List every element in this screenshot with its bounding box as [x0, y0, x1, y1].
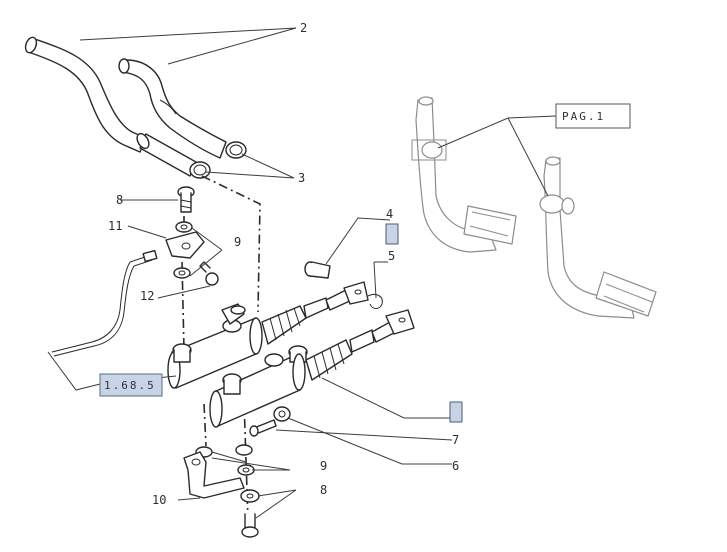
leader-lines — [47, 27, 557, 519]
hose-left — [24, 36, 147, 153]
boot-rear — [261, 297, 329, 345]
pedal-right-ghost — [539, 156, 657, 319]
bolt-seven — [249, 419, 277, 437]
mounting-bracket — [183, 451, 245, 499]
bolt-twelve — [199, 261, 219, 286]
callout-12: 12 — [140, 289, 154, 303]
pushrod-front — [371, 309, 415, 343]
callout-4: 4 — [386, 207, 393, 221]
reference-pag-box[interactable]: PAG.1 — [555, 103, 631, 129]
hose-clamp-upper — [225, 141, 247, 159]
pushrod-rear — [325, 281, 369, 311]
callout-6: 6 — [452, 459, 459, 473]
callout-10: 10 — [152, 493, 166, 507]
split-clip — [367, 293, 383, 309]
washer-lower-nine — [237, 464, 255, 476]
hydraulic-pipe — [51, 249, 158, 357]
callout-2: 2 — [300, 21, 307, 35]
callout-5: 5 — [388, 249, 395, 263]
callout-labels: 2 3 4 5 6 7 8 8 9 9 10 11 12 — [108, 21, 459, 507]
screw-upper — [177, 186, 195, 213]
reference-section-box[interactable]: 1.68.5 — [99, 373, 163, 397]
marker-item-4 — [385, 223, 399, 245]
washer-six — [273, 406, 291, 422]
callout-9-lower: 9 — [320, 459, 327, 473]
boot-front — [305, 329, 375, 381]
marker-item-7 — [449, 401, 463, 423]
reference-pag-text: PAG.1 — [562, 110, 605, 123]
callout-8-lower: 8 — [320, 483, 327, 497]
hose-clamp-lower — [189, 161, 211, 179]
master-cylinder-front — [209, 345, 308, 428]
hose-right — [118, 58, 227, 159]
reference-section-text: 1.68.5 — [104, 379, 156, 392]
callout-9-upper: 9 — [234, 235, 241, 249]
clevis-pin — [304, 261, 331, 279]
pedal-left-ghost — [411, 96, 517, 253]
master-cylinder-rear — [167, 303, 263, 389]
washer-middle — [173, 267, 191, 279]
washer-lower-eight — [240, 489, 260, 503]
callout-3: 3 — [298, 171, 305, 185]
callout-7: 7 — [452, 433, 459, 447]
bracket-plate — [165, 231, 205, 259]
callout-8-upper: 8 — [116, 193, 123, 207]
washer-upper — [175, 221, 193, 233]
screw-lower — [241, 513, 259, 538]
hose-lower — [136, 132, 197, 177]
callout-11: 11 — [108, 219, 122, 233]
